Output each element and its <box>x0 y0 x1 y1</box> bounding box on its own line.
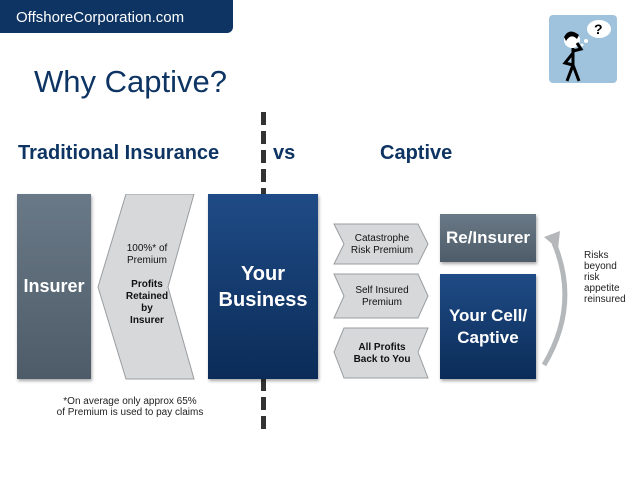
business-line-1: Your <box>240 262 286 285</box>
reinsured-note: Risks beyond risk appetite reinsured <box>584 250 638 305</box>
note-line-4: appetite <box>584 283 620 294</box>
insurer-box: Insurer <box>17 194 91 379</box>
thinking-person-icon: ? <box>549 15 617 83</box>
traditional-insurance-heading: Traditional Insurance <box>18 142 220 164</box>
chevron-line-2: Premium <box>126 255 167 266</box>
chevron-bold-1: Profits <box>131 279 163 290</box>
cell-line-2: Captive <box>457 327 519 347</box>
arrow3-line-2: Back to You <box>353 354 411 365</box>
note-line-2: beyond <box>584 261 617 272</box>
chevron-bold-2: Retained <box>125 291 169 302</box>
reinsurer-box: Re/Insurer <box>440 214 536 262</box>
arrow-profits-text: All Profits Back to You <box>342 342 422 366</box>
chevron-bold-3: by <box>141 303 153 314</box>
footnote: *On average only approx 65% of Premium i… <box>40 396 220 418</box>
chevron-line-1: 100%* of <box>126 243 168 254</box>
curved-arrow-icon <box>541 231 568 367</box>
arrow3-line-1: All Profits <box>358 342 406 353</box>
arrow1-line-2: Risk Premium <box>350 245 414 256</box>
chevron-bold-4: Insurer <box>130 315 164 326</box>
arrow-self-insured-text: Self Insured Premium <box>342 285 422 309</box>
arrow2-line-2: Premium <box>361 297 402 308</box>
left-chevron-shape <box>97 194 195 380</box>
captive-heading: Captive <box>380 142 453 164</box>
captive-arrows <box>333 223 429 379</box>
note-line-5: reinsured <box>584 294 626 305</box>
vs-label: vs <box>273 142 296 164</box>
svg-text:?: ? <box>594 21 603 37</box>
note-line-3: risk <box>584 272 600 283</box>
arrow2-line-1: Self Insured <box>355 285 409 296</box>
your-cell-captive-box: Your Cell/Captive <box>440 274 536 379</box>
cell-line-1: Your Cell/ <box>448 305 528 325</box>
brand-banner <box>0 0 233 33</box>
arrow-catastrophe-text: Catastrophe Risk Premium <box>342 233 422 257</box>
note-line-1: Risks <box>584 250 609 261</box>
footnote-line-2: of Premium is used to pay claims <box>56 407 204 418</box>
business-line-2: Business <box>218 288 308 311</box>
premium-chevron-text: 100%* of Premium Profits Retained by Ins… <box>112 243 182 327</box>
brand-name: OffshoreCorporation.com <box>16 9 185 26</box>
footnote-line-1: *On average only approx 65% <box>63 396 197 407</box>
page-title: Why Captive? <box>34 64 227 99</box>
arrow1-line-1: Catastrophe <box>354 233 410 244</box>
